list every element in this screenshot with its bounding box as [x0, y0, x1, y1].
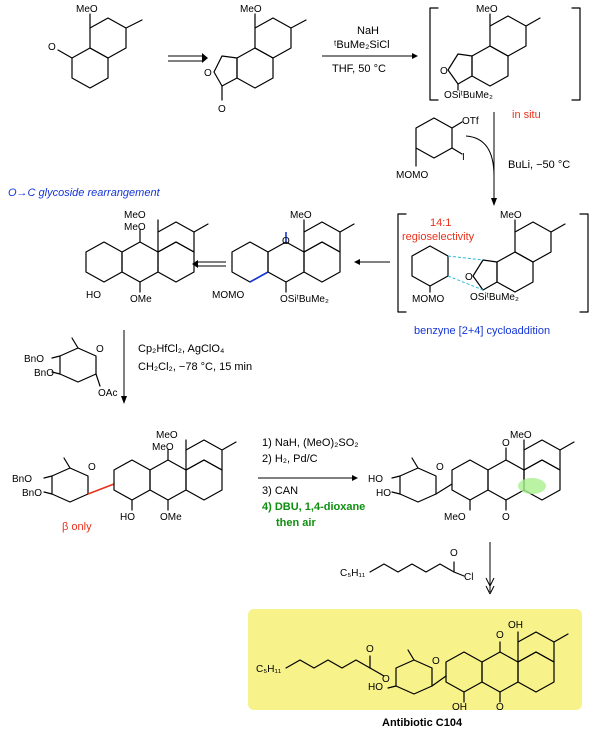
step-1: 1) NaH, (MeO)₂SO₂ [262, 437, 359, 449]
label-ome: OMe [130, 294, 152, 305]
reagent-tbs-cl: ᵗBuMe₂SiCl [334, 39, 390, 51]
cycloaddition-transition-state: MeO O OSiᵗBuMe₂ MOMO [397, 210, 589, 313]
label-otbs: OSiᵗBuMe₂ [444, 90, 493, 101]
label-ho: HO [368, 682, 383, 693]
reagent-hafnocene: Cp₂HfCl₂, AgClO₄ [138, 343, 225, 355]
label-otf: OTf [462, 116, 479, 127]
beta-only-label: β only [62, 521, 92, 533]
label-c5h11: C₅H₁₁ [340, 568, 366, 579]
double-arrow-1 [168, 53, 208, 63]
label-ring-o: O [204, 68, 212, 79]
label-carbonyl-o: O [48, 42, 56, 53]
label-meo: MeO [500, 210, 522, 221]
step-4: 4) DBU, 1,4-dioxane [262, 501, 365, 513]
label-carbonyl-o: O [450, 548, 458, 559]
label-bridge-o: O [282, 236, 290, 247]
label-ho: HO [368, 474, 383, 485]
reagent-thf: THF, 50 °C [332, 63, 386, 75]
label-ring-o: O [96, 344, 104, 355]
in-situ-label: in situ [512, 109, 541, 121]
label-ring-o: O [432, 656, 440, 667]
label-quinone-o: O [502, 512, 510, 523]
reagent-nah: NaH [357, 25, 379, 37]
label-ring-o: O [88, 462, 96, 473]
label-oh: OH [452, 702, 467, 713]
reaction-arrow-acylation [485, 542, 495, 595]
benzyne-precursor: OTf I MOMO [396, 116, 479, 181]
label-chloride: Cl [464, 572, 473, 583]
dienoyl-chloride: C₅H₁₁ O Cl [340, 548, 473, 583]
label-meo: MeO [124, 210, 146, 221]
reaction-arrow-benzyne [465, 112, 497, 206]
label-meo: MeO [76, 4, 98, 15]
label-meo: MeO [290, 210, 312, 221]
label-ester-o: O [382, 674, 390, 685]
label-meo: MeO [240, 4, 262, 15]
isobenzofuran-intermediate: MeO O OSiᵗBuMe₂ [429, 4, 581, 101]
reagent-buli: BuLi, −50 °C [508, 159, 570, 171]
label-momo: MOMO [212, 290, 244, 301]
quinone-structure: O HO HO MeO O O MeO [368, 430, 575, 523]
label-iodo: I [462, 152, 465, 163]
label-quinone-o: O [496, 702, 504, 713]
label-meo: MeO [124, 222, 146, 233]
label-ho: HO [86, 290, 101, 301]
label-bno: BnO [22, 488, 42, 499]
label-carbonyl-o: O [218, 104, 226, 115]
cycloaddition-label: benzyne [2+4] cycloaddition [414, 325, 550, 337]
rearrangement-label: O→C glycoside rearrangement [8, 187, 161, 199]
label-otbs: OSiᵗBuMe₂ [280, 294, 329, 305]
reaction-arrow-cycloadduct [354, 259, 390, 265]
label-quinone-o: O [502, 438, 510, 449]
label-bno: BnO [24, 354, 44, 365]
product-name: Antibiotic C104 [382, 717, 463, 729]
step-4-air: then air [276, 517, 316, 529]
tetralone-structure: MeO O [48, 4, 143, 89]
label-meo: MeO [510, 430, 532, 441]
reaction-arrow-rearomatize [192, 260, 226, 268]
label-ho: HO [120, 512, 135, 523]
label-furan-o: O [465, 272, 473, 283]
label-meo: MeO [156, 430, 178, 441]
label-furan-o: O [440, 66, 448, 77]
label-oac: OAc [98, 388, 117, 399]
product-highlight-box [248, 609, 582, 710]
reaction-arrow-glycosylation [121, 330, 127, 404]
regioselectivity-label: regioselectivity [402, 231, 475, 243]
label-meo: MeO [444, 512, 466, 523]
label-c5h11: C₅H₁₁ [256, 664, 282, 675]
reagent-conditions: CH₂Cl₂, −78 °C, 15 min [138, 361, 252, 373]
label-bno: BnO [34, 368, 54, 379]
label-momo: MOMO [396, 170, 428, 181]
label-bno: BnO [12, 474, 32, 485]
c-glycoside-structure: O BnO BnO MeO MeO HO OMe [12, 430, 237, 523]
label-ring-o: O [436, 462, 444, 473]
label-otbs: OSiᵗBuMe₂ [470, 292, 519, 303]
lactone-structure: MeO O O [204, 4, 307, 115]
glycosyl-donor: O BnO BnO OAc [24, 337, 117, 399]
anthrol-structure: MeO MeO HO OMe [85, 210, 209, 305]
label-oh: OH [508, 620, 523, 631]
antibiotic-structure: C₅H₁₁ O O O HO OH O O OH [256, 620, 569, 713]
step-2: 2) H₂, Pd/C [262, 453, 318, 465]
label-ester-o: O [366, 644, 374, 655]
reaction-arrow-step1 [322, 53, 418, 59]
regioselectivity-ratio: 14:1 [430, 217, 451, 229]
reaction-arrow-four-steps [258, 475, 358, 481]
label-ho: HO [376, 488, 391, 499]
label-momo: MOMO [412, 294, 444, 305]
label-meo: MeO [476, 4, 498, 15]
cycloadduct-structure: MeO O MOMO OSiᵗBuMe₂ [212, 210, 355, 305]
label-ome: OMe [160, 512, 182, 523]
label-quinone-o: O [496, 630, 504, 641]
step-3: 3) CAN [262, 485, 298, 497]
label-meo: MeO [152, 442, 174, 453]
